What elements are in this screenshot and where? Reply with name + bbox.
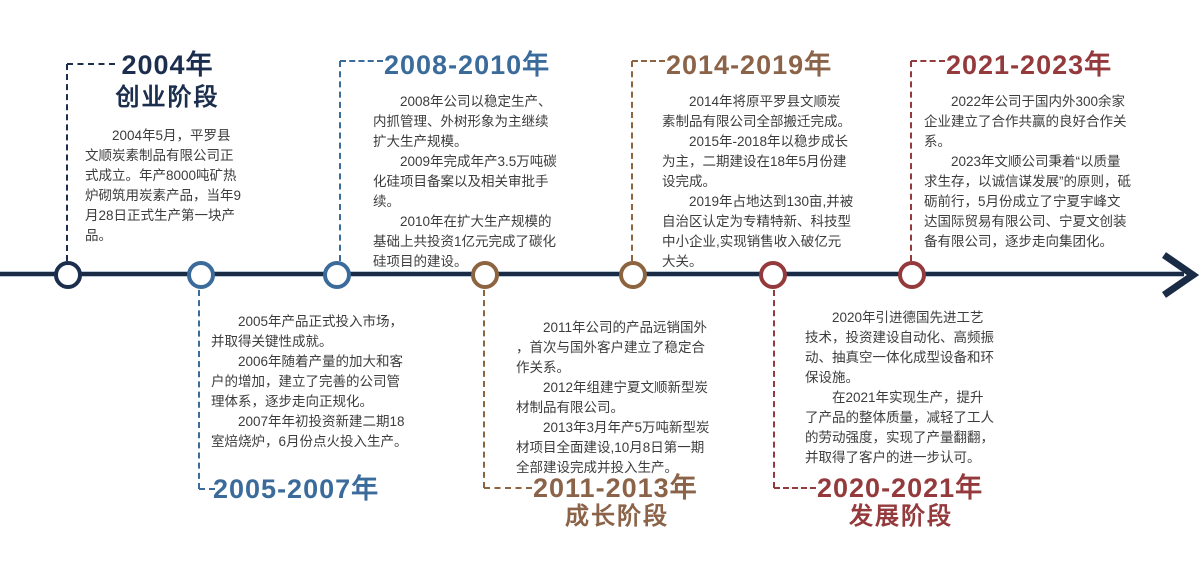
milestone-title: 2020-2021年 [817,473,984,503]
milestone-subtitle: 成长阶段 [565,503,669,530]
milestone-paragraph: 2006年随着产量的加大和客户的增加，建立了完善的公司管理体系，逐步走向正规化。 [211,354,404,409]
timeline-axis [0,271,1184,277]
milestone-paragraph: 2010年在扩大生产规模的基础上共投资1亿元完成了碳化硅项目的建设。 [373,214,557,269]
connector-vline [910,61,912,261]
milestone-body: 2008年公司以稳定生产、内抓管理、外树形象为主继续扩大生产规模。 2009年完… [373,92,559,272]
milestone-body: 2014年将原平罗县文顺炭素制品有限公司全部搬迁完成。 2015年-2018年以… [662,92,854,272]
connector-vline [198,290,200,489]
timeline-node-2021-2023 [898,261,926,289]
connector-vline [773,290,775,488]
milestone-paragraph: 2012年组建宁夏文顺新型炭材制品有限公司。 [516,380,709,415]
milestone-title: 2004年 [121,50,214,80]
timeline-node-2005-2007 [187,261,215,289]
milestone-body: 2011年公司的产品远销国外，首次与国外客户建立了稳定合作关系。 2012年组建… [516,318,710,478]
milestone-title: 2014-2019年 [666,50,833,80]
milestone-title: 2005-2007年 [213,474,380,504]
milestone-subtitle: 创业阶段 [115,84,220,111]
timeline-node-2020-2021 [759,261,787,289]
milestone-paragraph: 2020年引进德国先进工艺技术，投资建设自动化、高频振动、抽真空一体化成型设备和… [805,310,994,385]
milestone-paragraph: 2011年公司的产品远销国外，首次与国外客户建立了稳定合作关系。 [516,320,708,375]
milestone-body: 2005年产品正式投入市场，并取得关键性成就。 2006年随着产量的加大和客户的… [211,312,409,452]
milestone-paragraph: 2014年将原平罗县文顺炭素制品有限公司全部搬迁完成。 [662,94,851,129]
timeline-node-2014-2019 [619,261,647,289]
milestone-subtitle: 发展阶段 [849,503,953,530]
milestone-paragraph: 在2021年实现生产，提升了产品的整体质量，减轻了工人的劳动强度，实现了产量翻翻… [805,390,994,465]
connector-hline [484,487,532,489]
milestone-title: 2008-2010年 [384,50,551,80]
milestone-paragraph: 2015年-2018年以稳步成长为主，二期建设在18年5月份建设完成。 [662,134,849,189]
milestone-paragraph: 2023年文顺公司秉着“以质量求生存，以诚信谋发展”的原则，砥砺前行，5月份成立… [924,154,1131,249]
milestone-title: 2021-2023年 [946,50,1113,80]
milestone-paragraph: 2008年公司以稳定生产、内抓管理、外树形象为主继续扩大生产规模。 [373,94,552,149]
milestone-body: 2020年引进德国先进工艺技术，投资建设自动化、高频振动、抽真空一体化成型设备和… [805,308,997,468]
milestone-paragraph: 2004年5月，平罗县文顺炭素制品有限公司正式成立。年产8000吨矿热炉砌筑用炭… [85,128,242,243]
connector-hline [632,60,665,62]
milestone-paragraph: 2022年公司于国内外300余家企业建立了合作共赢的良好合作关系。 [924,94,1127,149]
connector-hline [67,63,115,65]
milestone-paragraph: 2005年产品正式投入市场，并取得关键性成就。 [211,314,404,349]
milestone-body: 2004年5月，平罗县文顺炭素制品有限公司正式成立。年产8000吨矿热炉砌筑用炭… [85,126,243,246]
milestone-paragraph: 2013年3月年产5万吨新型炭材项目全面建设,10月8日第一期全部建设完成并投入… [516,420,710,475]
connector-hline [199,488,215,490]
connector-vline [339,61,341,261]
milestone-paragraph: 2019年占地达到130亩,并被自治区认定为专精特新、科技型中小企业,实现销售收… [662,194,854,269]
milestone-body: 2022年公司于国内外300余家企业建立了合作共赢的良好合作关系。 2023年文… [924,92,1132,252]
timeline-arrow-icon [1162,252,1200,298]
timeline-node-2011-2013 [471,261,499,289]
timeline-node-2004 [54,261,82,289]
timeline-node-2008-2010 [323,261,351,289]
milestone-paragraph: 2007年年初投资新建二期18室焙烧炉，6月份点火投入生产。 [211,414,408,449]
milestone-title: 2011-2013年 [533,473,698,503]
connector-hline [774,487,816,489]
connector-hline [340,60,383,62]
connector-vline [631,61,633,261]
connector-vline [66,64,68,261]
milestone-paragraph: 2009年完成年产3.5万吨碳化硅项目备案以及相关审批手续。 [373,154,557,209]
connector-hline [911,60,945,62]
connector-vline [483,290,485,488]
